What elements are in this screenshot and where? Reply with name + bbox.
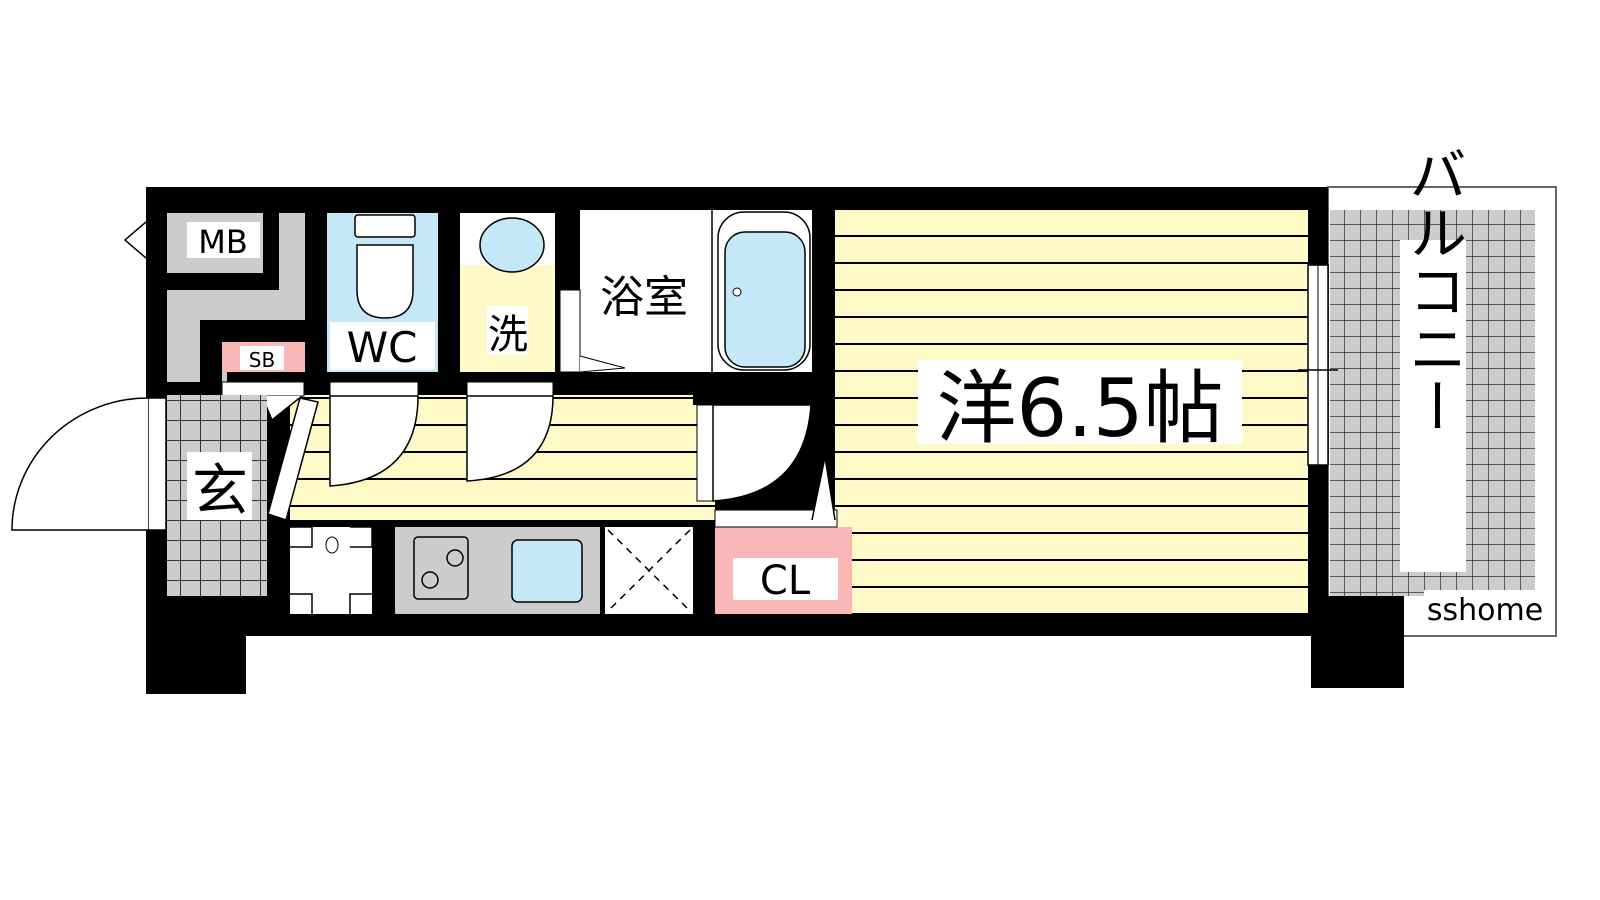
room-door[interactable] [696, 404, 812, 502]
wall-block [146, 596, 246, 694]
closet: CL [714, 456, 852, 614]
entrance-label: 玄 [192, 459, 248, 524]
wc-label: WC [347, 323, 418, 372]
entrance: 玄 [167, 395, 290, 614]
entrance-door[interactable] [11, 397, 167, 531]
wall-block [1311, 596, 1404, 688]
balcony-label: バルコニー [1399, 145, 1467, 435]
wash-door[interactable] [466, 381, 554, 482]
mb-label: MB [198, 223, 248, 261]
sliding-door[interactable] [267, 397, 319, 521]
western-room: 洋6.5帖 [835, 210, 1308, 614]
washroom: 洗 [460, 213, 555, 372]
meter-box: MB [123, 210, 305, 382]
watermark: sshome [1427, 593, 1543, 628]
stove-icon [413, 536, 469, 600]
closet-label: CL [760, 558, 811, 604]
window [1298, 264, 1338, 466]
wc-door[interactable] [329, 381, 419, 487]
kitchen [290, 526, 693, 614]
sink-icon [511, 539, 583, 603]
toilet-room: WC [327, 213, 438, 372]
sb-label: SB [249, 348, 275, 372]
bathroom: 浴室 [559, 210, 812, 373]
balcony: バルコニー sshome [1327, 145, 1557, 637]
western-room-label: 洋6.5帖 [936, 362, 1223, 455]
wash-label: 洗 [488, 312, 528, 358]
bath-label: 浴室 [600, 272, 688, 323]
